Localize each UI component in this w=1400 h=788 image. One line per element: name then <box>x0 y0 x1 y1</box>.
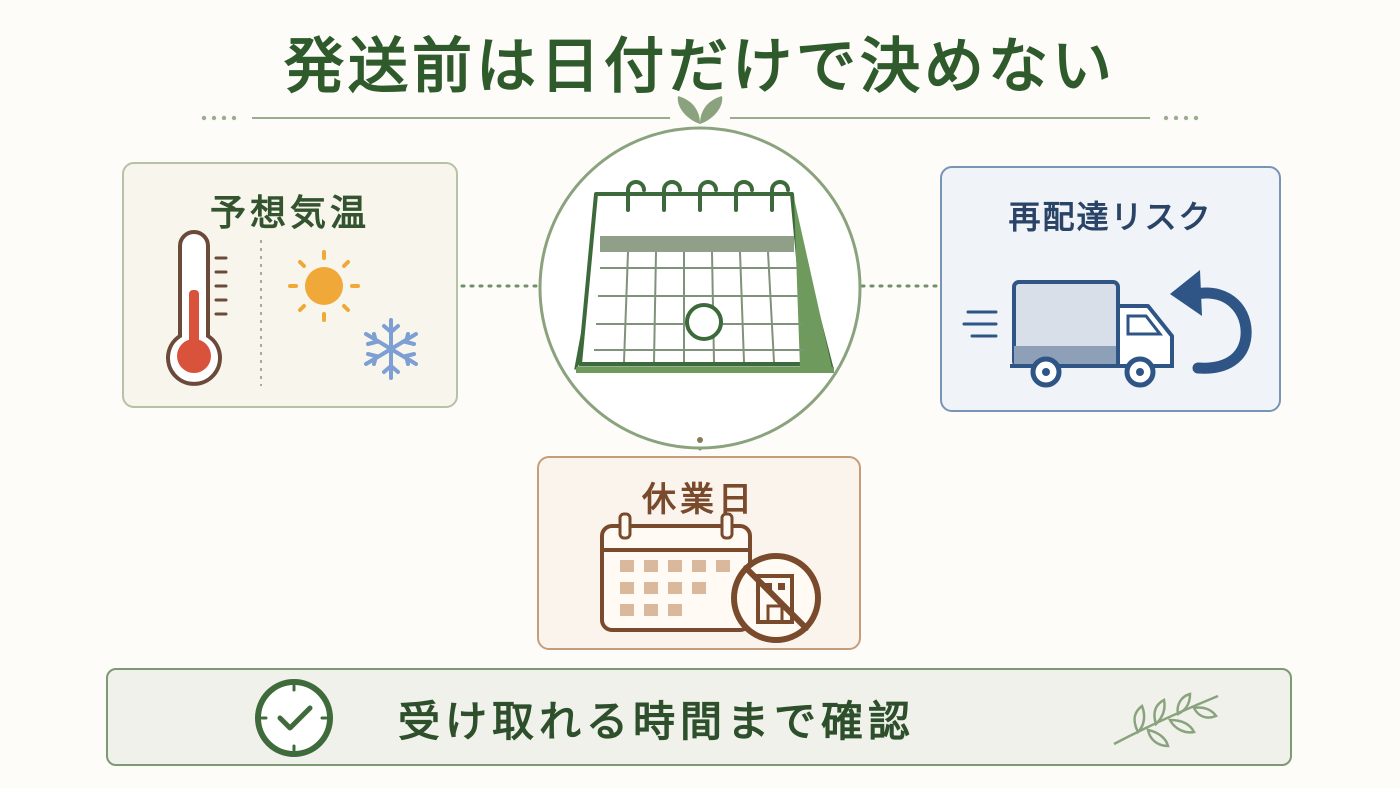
card-title-redelivery: 再配達リスク <box>1008 198 1213 236</box>
card-temp-divider <box>260 240 262 386</box>
snowflake-icon <box>364 318 418 380</box>
card-title-holiday: 休業日 <box>642 480 756 520</box>
banner-text: 受け取れる時間まで確認 <box>398 697 916 746</box>
leaf-sprig-icon <box>1113 692 1219 748</box>
desk-calendar-icon <box>538 126 862 450</box>
thermometer-icon <box>166 230 228 386</box>
return-arrow-icon <box>1170 270 1252 374</box>
closed-building-icon <box>731 553 821 643</box>
leaf-icon <box>677 96 723 124</box>
delivery-truck-icon <box>962 280 1174 388</box>
connector-dot <box>697 437 703 443</box>
calendar-icon <box>600 512 752 632</box>
sun-icon <box>288 250 360 322</box>
card-title-temperature: 予想気温 <box>209 193 370 234</box>
page-title: 発送前は日付だけで決めない <box>284 32 1116 102</box>
title-divider <box>201 96 1199 124</box>
clock-icon <box>255 679 333 757</box>
